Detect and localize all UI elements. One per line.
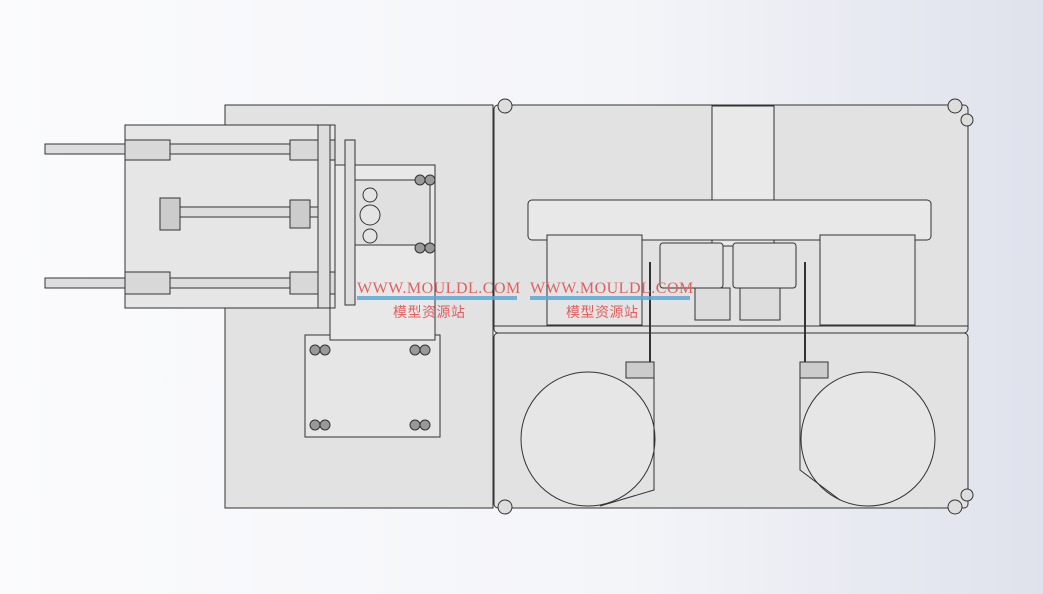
x-axis-rail: [527, 199, 932, 241]
watermark-label: 模型资源站: [393, 306, 466, 321]
watermark-label: 模型资源站: [566, 306, 639, 321]
watermark-underline: [530, 296, 690, 300]
reel-left: [520, 371, 656, 507]
watermark: WWW.MOULDL.COM 模型资源站: [530, 280, 694, 322]
watermark: WWW.MOULDL.COM 模型资源站: [357, 280, 521, 322]
watermark-url: WWW.MOULDL.COM: [357, 280, 521, 297]
watermark-url: WWW.MOULDL.COM: [530, 280, 694, 297]
reel-right: [800, 371, 936, 507]
watermark-underline: [357, 296, 517, 300]
gripper-right: [732, 242, 797, 289]
gripper-left: [659, 242, 724, 289]
